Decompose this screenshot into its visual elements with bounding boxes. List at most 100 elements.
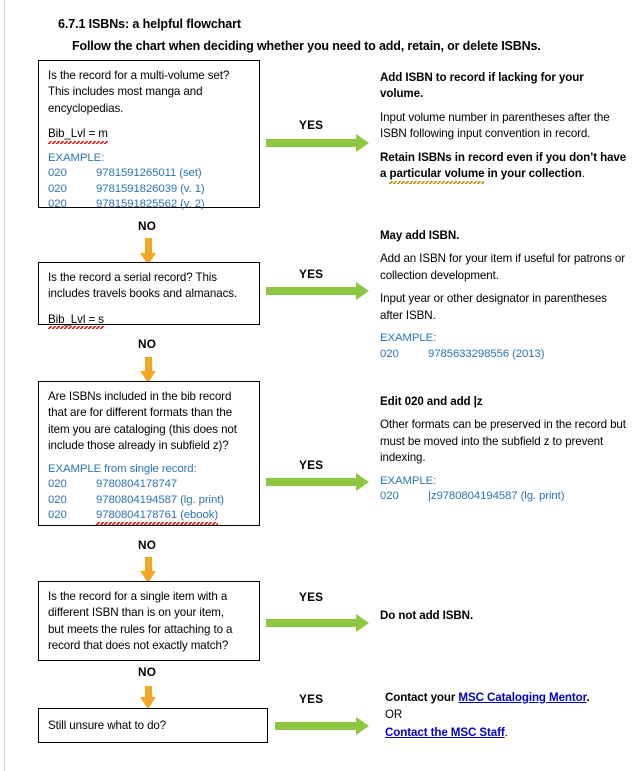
decision-2-line-1: Is the record a serial record? This xyxy=(48,271,217,284)
example-value: 9780804178761 (ebook) xyxy=(96,508,218,525)
outcome-2-body-2: Input year or other designator in parent… xyxy=(380,292,607,322)
no-arrow-4 xyxy=(140,686,156,709)
example-tag: 020 xyxy=(48,167,67,180)
decision-1-line-1: Is the record for a multi-volume set? xyxy=(48,69,230,82)
outcome-note-4: Do not add ISBN. xyxy=(380,608,628,624)
no-arrow-1 xyxy=(140,238,156,265)
outcome-2-body-1: Add an ISBN for your item if useful for … xyxy=(380,252,626,282)
yes-label-2: YES xyxy=(299,269,324,280)
example-tag: 020 xyxy=(48,509,67,522)
decision-4-line-3: but meets the rules for attaching to a xyxy=(48,622,233,636)
outcome-note-5: Contact your MSC Cataloging Mentor. OR C… xyxy=(385,690,633,741)
decision-box-5: Still unsure what to do? xyxy=(38,708,268,743)
contact-prefix: Contact your xyxy=(385,691,459,704)
outcome-5-staff-line: Contact the MSC Staff. xyxy=(385,725,633,741)
bib-level-text: Bib_Lvl = s xyxy=(48,311,104,330)
decision-box-2: Is the record a serial record? This incl… xyxy=(38,262,260,330)
page-subtitle: Follow the chart when deciding whether y… xyxy=(72,39,541,53)
msc-cataloging-mentor-link[interactable]: MSC Cataloging Mentor xyxy=(458,691,587,704)
staff-suffix: . xyxy=(504,725,508,739)
example-value: 9781591825562 (v. 2) xyxy=(96,198,205,211)
outcome-1-body: Input volume number in parentheses after… xyxy=(380,110,610,141)
decision-2-bib-level: Bib_Lvl = s xyxy=(48,311,104,330)
decision-5-line-1: Still unsure what to do? xyxy=(48,718,167,732)
outcome-3-heading: Edit 020 and add |z xyxy=(380,395,483,408)
outcome-5-or: OR xyxy=(385,708,403,722)
page-title: 6.7.1 ISBNs: a helpful flowchart xyxy=(58,17,241,31)
example-row: 020 9785633298556 (2013) xyxy=(380,347,628,363)
outcome-note-3: Edit 020 and add |z Other formats can be… xyxy=(380,394,628,505)
example-row: 020 9780804178747 xyxy=(48,477,250,493)
yes-arrow-2 xyxy=(266,282,369,300)
decision-3-line-2: that are for different formats than the xyxy=(48,406,233,420)
outcome-2-examples: EXAMPLE: 020 9785633298556 (2013) xyxy=(380,331,628,362)
decision-box-3: Are ISBNs included in the bib record tha… xyxy=(38,381,260,526)
example-value: 9781591265011 (set) xyxy=(96,167,202,180)
example-tag: 020 xyxy=(48,493,67,506)
yes-label-3: YES xyxy=(299,458,324,472)
decision-3-line-1: Are ISBNs included in the bib record xyxy=(48,390,232,403)
bib-level-text: Bib_Lvl = m xyxy=(48,126,108,144)
emphasis-pre: Retain ISBNs in record even if you don’t… xyxy=(380,150,627,181)
decision-1-bib-level: Bib_Lvl = m xyxy=(48,126,108,144)
example-heading: EXAMPLE: xyxy=(380,332,437,345)
outcome-note-1: Add ISBN to record if lacking for your v… xyxy=(380,70,628,184)
contact-suffix: . xyxy=(586,691,590,704)
no-label-3: NO xyxy=(138,538,157,552)
outcome-2-heading: May add ISBN. xyxy=(380,229,460,242)
example-row: 020 9780804194587 (lg. print) xyxy=(48,493,250,509)
example-tag: 020 xyxy=(48,478,67,491)
example-value: 9785633298556 (2013) xyxy=(428,347,545,360)
example-value: 9780804194587 (lg. print) xyxy=(96,493,224,506)
yes-arrow-5 xyxy=(275,717,369,735)
yes-arrow-4 xyxy=(266,614,369,632)
example-tag: 020 xyxy=(380,347,399,360)
example-tag: 020 xyxy=(48,198,67,211)
decision-3-line-4: include those already in subfield z)? xyxy=(48,439,229,453)
decision-4-line-1: Is the record for a single item with a xyxy=(48,590,228,603)
contact-msc-staff-link[interactable]: Contact the MSC Staff xyxy=(385,725,505,739)
emphasis-post: in your collection xyxy=(484,167,582,181)
outcome-1-emphasis: Retain ISBNs in record even if you don’t… xyxy=(380,150,628,184)
outcome-5-contact-line: Contact your MSC Cataloging Mentor. xyxy=(385,690,633,706)
yes-label-4: YES xyxy=(299,592,324,603)
decision-box-4: Is the record for a single item with a d… xyxy=(38,581,260,661)
no-label-2: NO xyxy=(138,337,157,351)
example-tag: 020 xyxy=(48,182,67,195)
emphasis-underlined: particular volume xyxy=(389,166,485,184)
no-label-4: NO xyxy=(138,665,157,679)
outcome-3-examples: EXAMPLE: 020 |z9780804194587 (lg. print) xyxy=(380,474,628,505)
decision-box-1: Is the record for a multi-volume set? Th… xyxy=(38,60,260,210)
no-arrow-2 xyxy=(140,357,156,383)
example-row: 020 9781591265011 (set) xyxy=(48,166,250,182)
yes-label-1: YES xyxy=(299,118,324,132)
example-value: 9781591826039 (v. 1) xyxy=(96,182,205,195)
example-heading: EXAMPLE from single record: xyxy=(48,462,197,475)
decision-1-line-2: This includes most manga and xyxy=(48,85,203,99)
no-label-1: NO xyxy=(138,219,157,233)
example-value: |z9780804194587 (lg. print) xyxy=(428,490,565,503)
example-row: 020 9780804178761 (ebook) xyxy=(48,508,250,525)
example-row: 020 9781591826039 (v. 1) xyxy=(48,182,250,198)
example-tag: 020 xyxy=(380,490,399,503)
decision-4-line-2: different ISBN than is on your item, xyxy=(48,606,224,620)
example-value: 9780804178747 xyxy=(96,478,178,491)
outcome-3-body: Other formats can be preserved in the re… xyxy=(380,418,626,465)
decision-3-examples: EXAMPLE from single record: 020 978080417… xyxy=(48,462,250,525)
example-heading: EXAMPLE: xyxy=(380,474,437,487)
outcome-1-heading: Add ISBN to record if lacking for your v… xyxy=(380,71,584,101)
no-arrow-3 xyxy=(140,557,156,583)
decision-4-line-4: record that does not exactly match? xyxy=(48,639,229,653)
decision-2-line-2: includes travels books and almanacs. xyxy=(48,287,238,301)
yes-arrow-3 xyxy=(266,473,369,491)
emphasis-period: . xyxy=(581,167,585,181)
page-left-edge xyxy=(4,0,5,771)
decision-3-line-3: item you are cataloging (this does not xyxy=(48,422,237,436)
decision-1-line-3: encyclopedias. xyxy=(48,101,124,115)
yes-label-5: YES xyxy=(299,694,324,705)
example-row: 020 9781591825562 (v. 2) xyxy=(48,197,250,213)
outcome-4-heading: Do not add ISBN. xyxy=(380,609,474,622)
yes-arrow-1 xyxy=(266,134,369,152)
